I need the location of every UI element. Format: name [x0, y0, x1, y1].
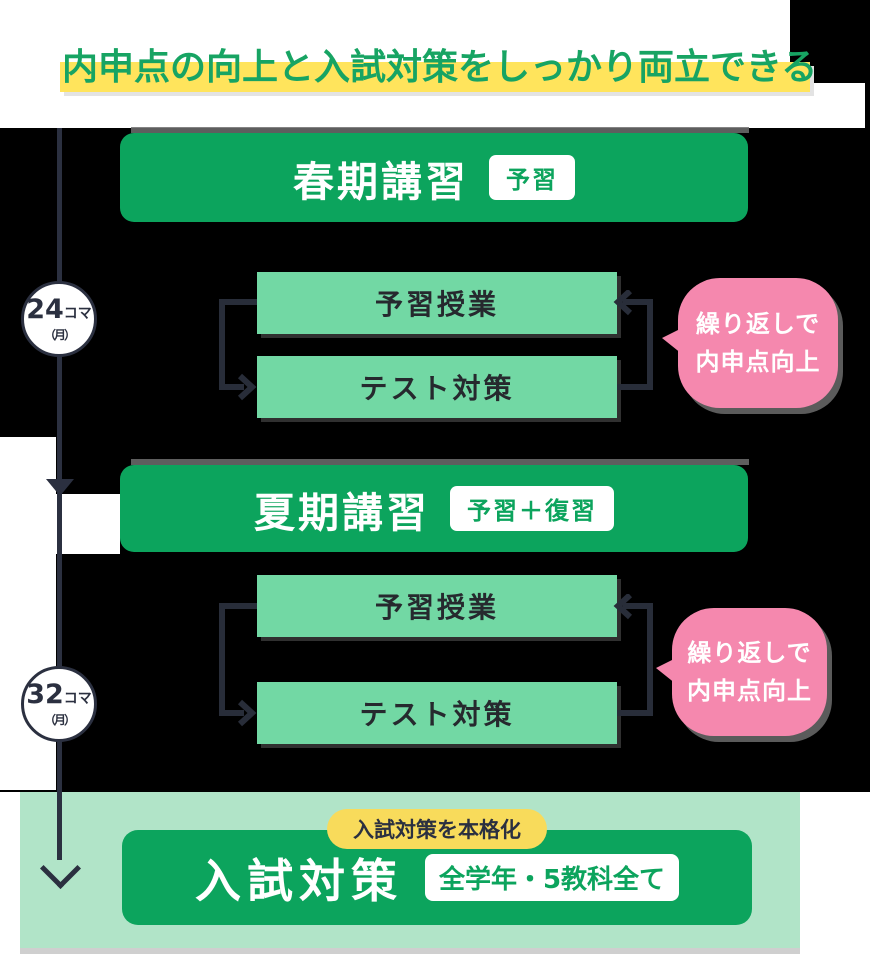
bubble-text-line2-1: 内申点向上 [695, 348, 821, 376]
bubble-text-line1-2: 繰り返しで [687, 638, 812, 667]
lesson-count-unit-2: コマ [63, 690, 92, 707]
exam-prep-banner: 入試対策を本格化 入試対策 全学年・5教科全て [122, 809, 752, 925]
bubble-tail-icon-2 [656, 658, 676, 684]
lesson-count-circle-1: 24 コマ （月） [21, 281, 97, 357]
summer-course-banner: 夏期講習 予習＋復習 [120, 465, 748, 552]
spring-banner-shadow [131, 127, 749, 133]
lesson-count-2: 32 コマ [26, 681, 92, 708]
lesson-count-circle-2: 32 コマ （月） [21, 666, 97, 742]
bubble-tail-icon-1 [662, 328, 682, 354]
lesson-count-suffix-1: （月） [43, 327, 76, 342]
exam-prep-badge: 全学年・5教科全て [424, 854, 680, 901]
lesson-count-unit-1: コマ [63, 305, 92, 322]
spring-course-title: 春期講習 [293, 157, 469, 206]
spring-course-banner: 春期講習 予習 [120, 133, 748, 222]
bubble-text-line2-2: 内申点向上 [687, 677, 812, 705]
lesson-count-suffix-2: （月） [43, 712, 76, 727]
spring-course-badge: 予習 [489, 155, 575, 200]
preview-lesson-box-2: 予習授業 [257, 575, 617, 637]
summer-course-title: 夏期講習 [254, 488, 430, 537]
exam-prep-title: 入試対策 [194, 853, 403, 908]
bubble-text-line1-1: 繰り返しで [695, 309, 821, 338]
cycle-arrow-right-1 [612, 290, 660, 405]
repeat-improvement-bubble-2: 繰り返しで 内申点向上 [656, 608, 827, 736]
page-title-block: 内申点の向上と入試対策をしっかり両立できる [60, 38, 818, 98]
lesson-count-number-1: 24 [26, 293, 64, 325]
cycle-arrow-left-1 [210, 290, 260, 405]
title-highlight-band [60, 62, 810, 92]
repeat-improvement-bubble-1: 繰り返しで 内申点向上 [662, 278, 838, 408]
cycle-arrow-right-2 [612, 594, 660, 731]
lesson-count-number-2: 32 [26, 678, 64, 710]
exam-prep-pill: 入試対策を本格化 [327, 809, 547, 849]
cycle-arrow-left-2 [210, 594, 260, 731]
lesson-count-1: 24 コマ [26, 296, 92, 323]
timeline-mid-arrow-icon [46, 479, 74, 496]
test-prep-box-1: テスト対策 [257, 356, 617, 418]
summer-banner-shadow [131, 459, 749, 465]
page-title: 内申点の向上と入試対策をしっかり両立できる [62, 47, 818, 88]
test-prep-box-2: テスト対策 [257, 682, 617, 744]
summer-course-badge: 予習＋復習 [450, 486, 614, 531]
preview-lesson-box-1: 予習授業 [257, 272, 617, 334]
